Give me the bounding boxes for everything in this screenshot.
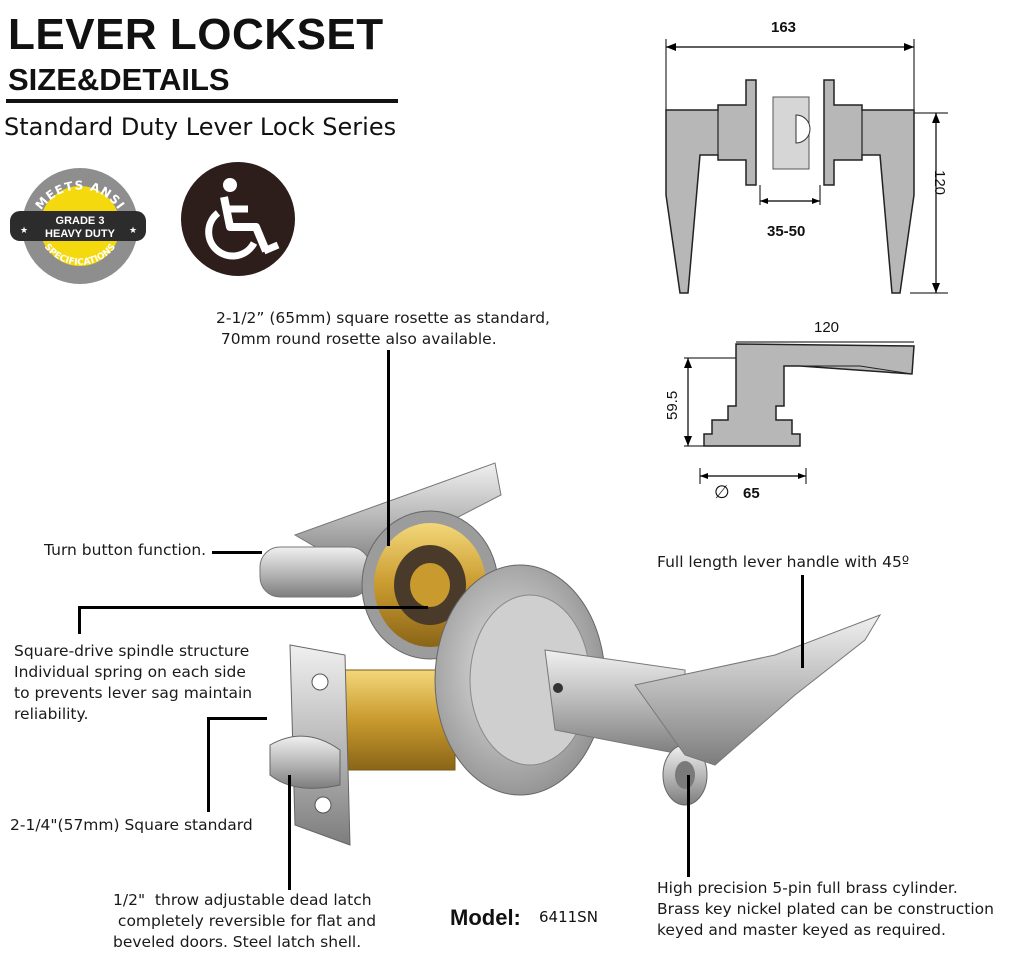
front-height-label: 120 [931, 170, 948, 196]
callout-square-standard: 2-1/4"(57mm) Square standard [10, 816, 253, 834]
series-name: Standard Duty Lever Lock Series [4, 113, 397, 141]
leader-line-lever-handle [801, 575, 804, 668]
front-view-drawing [665, 39, 948, 294]
leader-line-square-standard [207, 717, 210, 812]
callout-rosette: 2-1/2” (65mm) square rosette as standard… [216, 309, 550, 348]
model-label: Model: [450, 905, 521, 930]
title-underline [6, 99, 398, 103]
leader-line-spindle [78, 606, 81, 634]
callout-spindle: Square-drive spindle structure Individua… [14, 642, 253, 723]
star-icon: ★ [20, 226, 28, 236]
callout-lever-handle: Full length lever handle with 45º [657, 553, 910, 571]
model-number: 6411SN [539, 908, 598, 926]
side-height-label: 59.5 [664, 390, 681, 420]
leader-line-rosette [387, 350, 390, 546]
leader-line-latch [288, 775, 291, 890]
leader-line-turn-button [212, 551, 262, 554]
leader-line-cylinder [687, 775, 690, 877]
ansi-grade-text: GRADE 3 [56, 215, 105, 227]
star-icon: ★ [129, 226, 137, 236]
leader-line-spindle-horizontal [78, 606, 428, 609]
leader-line-square-standard-horizontal [207, 717, 267, 720]
front-width-label: 163 [771, 19, 797, 36]
page-subtitle: SIZE&DETAILS [8, 62, 230, 97]
ansi-grade-badge: MEETS ANSI SPECIFICATIONS GRADE 3 HEAVY … [10, 168, 146, 284]
door-thickness-label: 35-50 [767, 223, 806, 240]
side-view-drawing [684, 341, 915, 484]
rosette-diameter-label: 65 [743, 485, 760, 502]
ansi-duty-text: HEAVY DUTY [45, 228, 116, 240]
page-title: LEVER LOCKSET [8, 10, 384, 59]
side-length-label: 120 [814, 319, 840, 336]
lever-lockset-product-image [259, 462, 882, 846]
diameter-symbol: ∅ [714, 482, 730, 502]
callout-latch: 1/2" throw adjustable dead latch complet… [113, 891, 377, 951]
callout-turn-button: Turn button function. [44, 541, 207, 559]
callout-cylinder: High precision 5-pin full brass cylinder… [657, 879, 994, 939]
wheelchair-icon [181, 162, 295, 276]
